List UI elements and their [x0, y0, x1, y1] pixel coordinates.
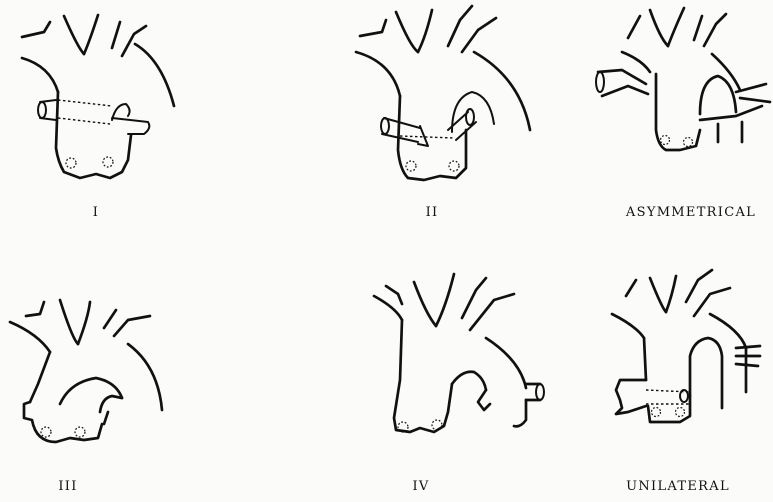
diagram-unilateral — [612, 270, 760, 422]
label-unilateral: UNILATERAL — [626, 479, 730, 494]
label-type-ii: II — [426, 205, 439, 220]
diagram-type-ii — [356, 6, 530, 180]
label-asymmetrical: ASYMMETRICAL — [626, 205, 756, 220]
label-type-iv: IV — [412, 479, 429, 494]
diagram-type-i — [22, 15, 174, 178]
diagram-type-iv — [374, 274, 544, 432]
label-type-i: I — [93, 205, 99, 220]
diagram-type-iii — [10, 300, 162, 442]
label-type-iii: III — [58, 479, 77, 494]
diagram-asymmetrical — [596, 8, 770, 150]
